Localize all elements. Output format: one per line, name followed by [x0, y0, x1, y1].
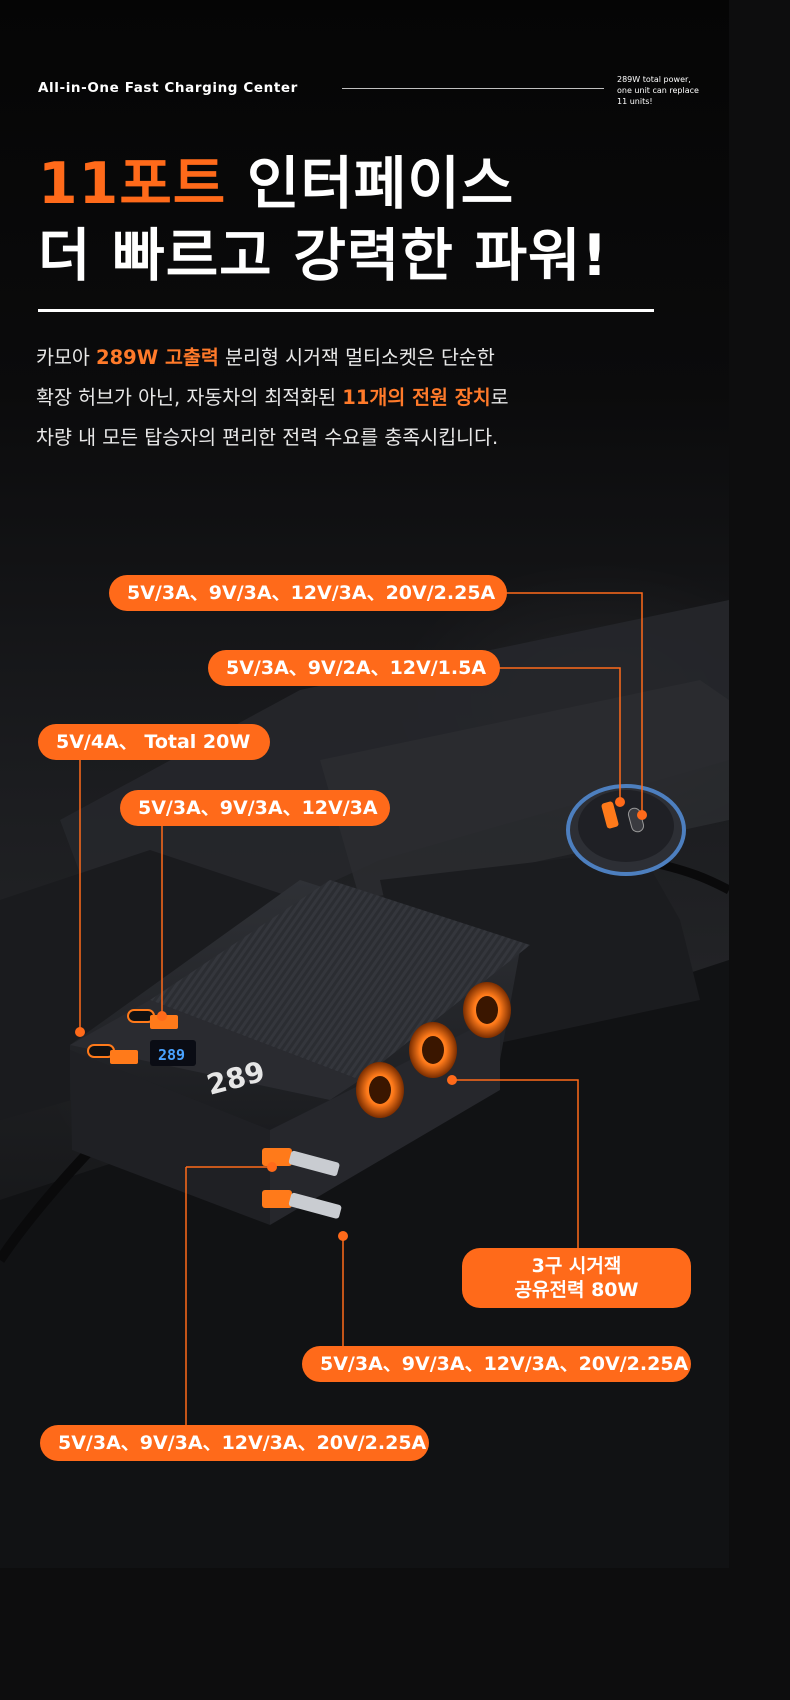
description-line-3: 차량 내 모든 탑승자의 편리한 전력 수요를 충족시킵니다.	[36, 426, 499, 449]
description-text: 로	[490, 386, 509, 409]
description-text: 확장 허브가 아닌, 자동차의 최적화된	[36, 386, 343, 409]
headline-line-2: 더 빠르고 강력한 파워!	[38, 223, 609, 289]
callout-usb-c-cable-1: 5V/3A、9V/3A、12V/3A、20V/2.25A	[40, 1425, 429, 1461]
headline-line-1: 11포트 인터페이스	[38, 152, 514, 216]
header-note-line: one unit can replace	[617, 86, 699, 95]
header-divider	[342, 88, 604, 89]
callout-usb-c-round-charger: 5V/3A、9V/3A、12V/3A、20V/2.25A	[109, 575, 507, 611]
car-console-illustration: 289 289	[0, 600, 729, 1225]
callout-usb-c-cable-2: 5V/3A、9V/3A、12V/3A、20V/2.25A	[302, 1346, 691, 1382]
callout-text: 3구 시거잭	[531, 1255, 622, 1277]
callout-cigarette-sockets: 3구 시거잭 공유전력 80W	[462, 1248, 691, 1308]
description-line-1: 카모아 289W 고출력 분리형 시거잭 멀티소켓은 단순한	[36, 338, 495, 378]
callout-usb-a-ports: 5V/4A、 Total 20W	[38, 724, 270, 760]
headline-underline	[38, 309, 654, 312]
callout-text: 공유전력 80W	[514, 1279, 639, 1301]
description-text: 분리형 시거잭 멀티소켓은 단순한	[218, 346, 495, 369]
callout-usb-a-round-charger: 5V/3A、9V/2A、12V/1.5A	[208, 650, 500, 686]
description-accent: 289W 고출력	[96, 346, 219, 369]
header-note-line: 11 units!	[617, 97, 653, 106]
device-display-reading: 289	[158, 1046, 185, 1064]
callout-leader-lines	[75, 592, 647, 1425]
headline-accent: 11포트	[38, 151, 227, 217]
description-accent: 11개의 전원 장치	[342, 386, 491, 409]
description-text: 카모아	[36, 346, 97, 369]
product-banner: 289 289	[0, 0, 729, 1568]
header-tagline: All-in-One Fast Charging Center	[38, 80, 298, 96]
headline-text: 인터페이스	[226, 151, 515, 217]
header-note: 289W total power, one unit can replace 1…	[617, 74, 707, 107]
callout-qc-usb-port: 5V/3A、9V/3A、12V/3A	[120, 790, 390, 826]
description-line-2: 확장 허브가 아닌, 자동차의 최적화된 11개의 전원 장치로	[36, 378, 509, 418]
header-note-line: 289W total power,	[617, 75, 691, 84]
